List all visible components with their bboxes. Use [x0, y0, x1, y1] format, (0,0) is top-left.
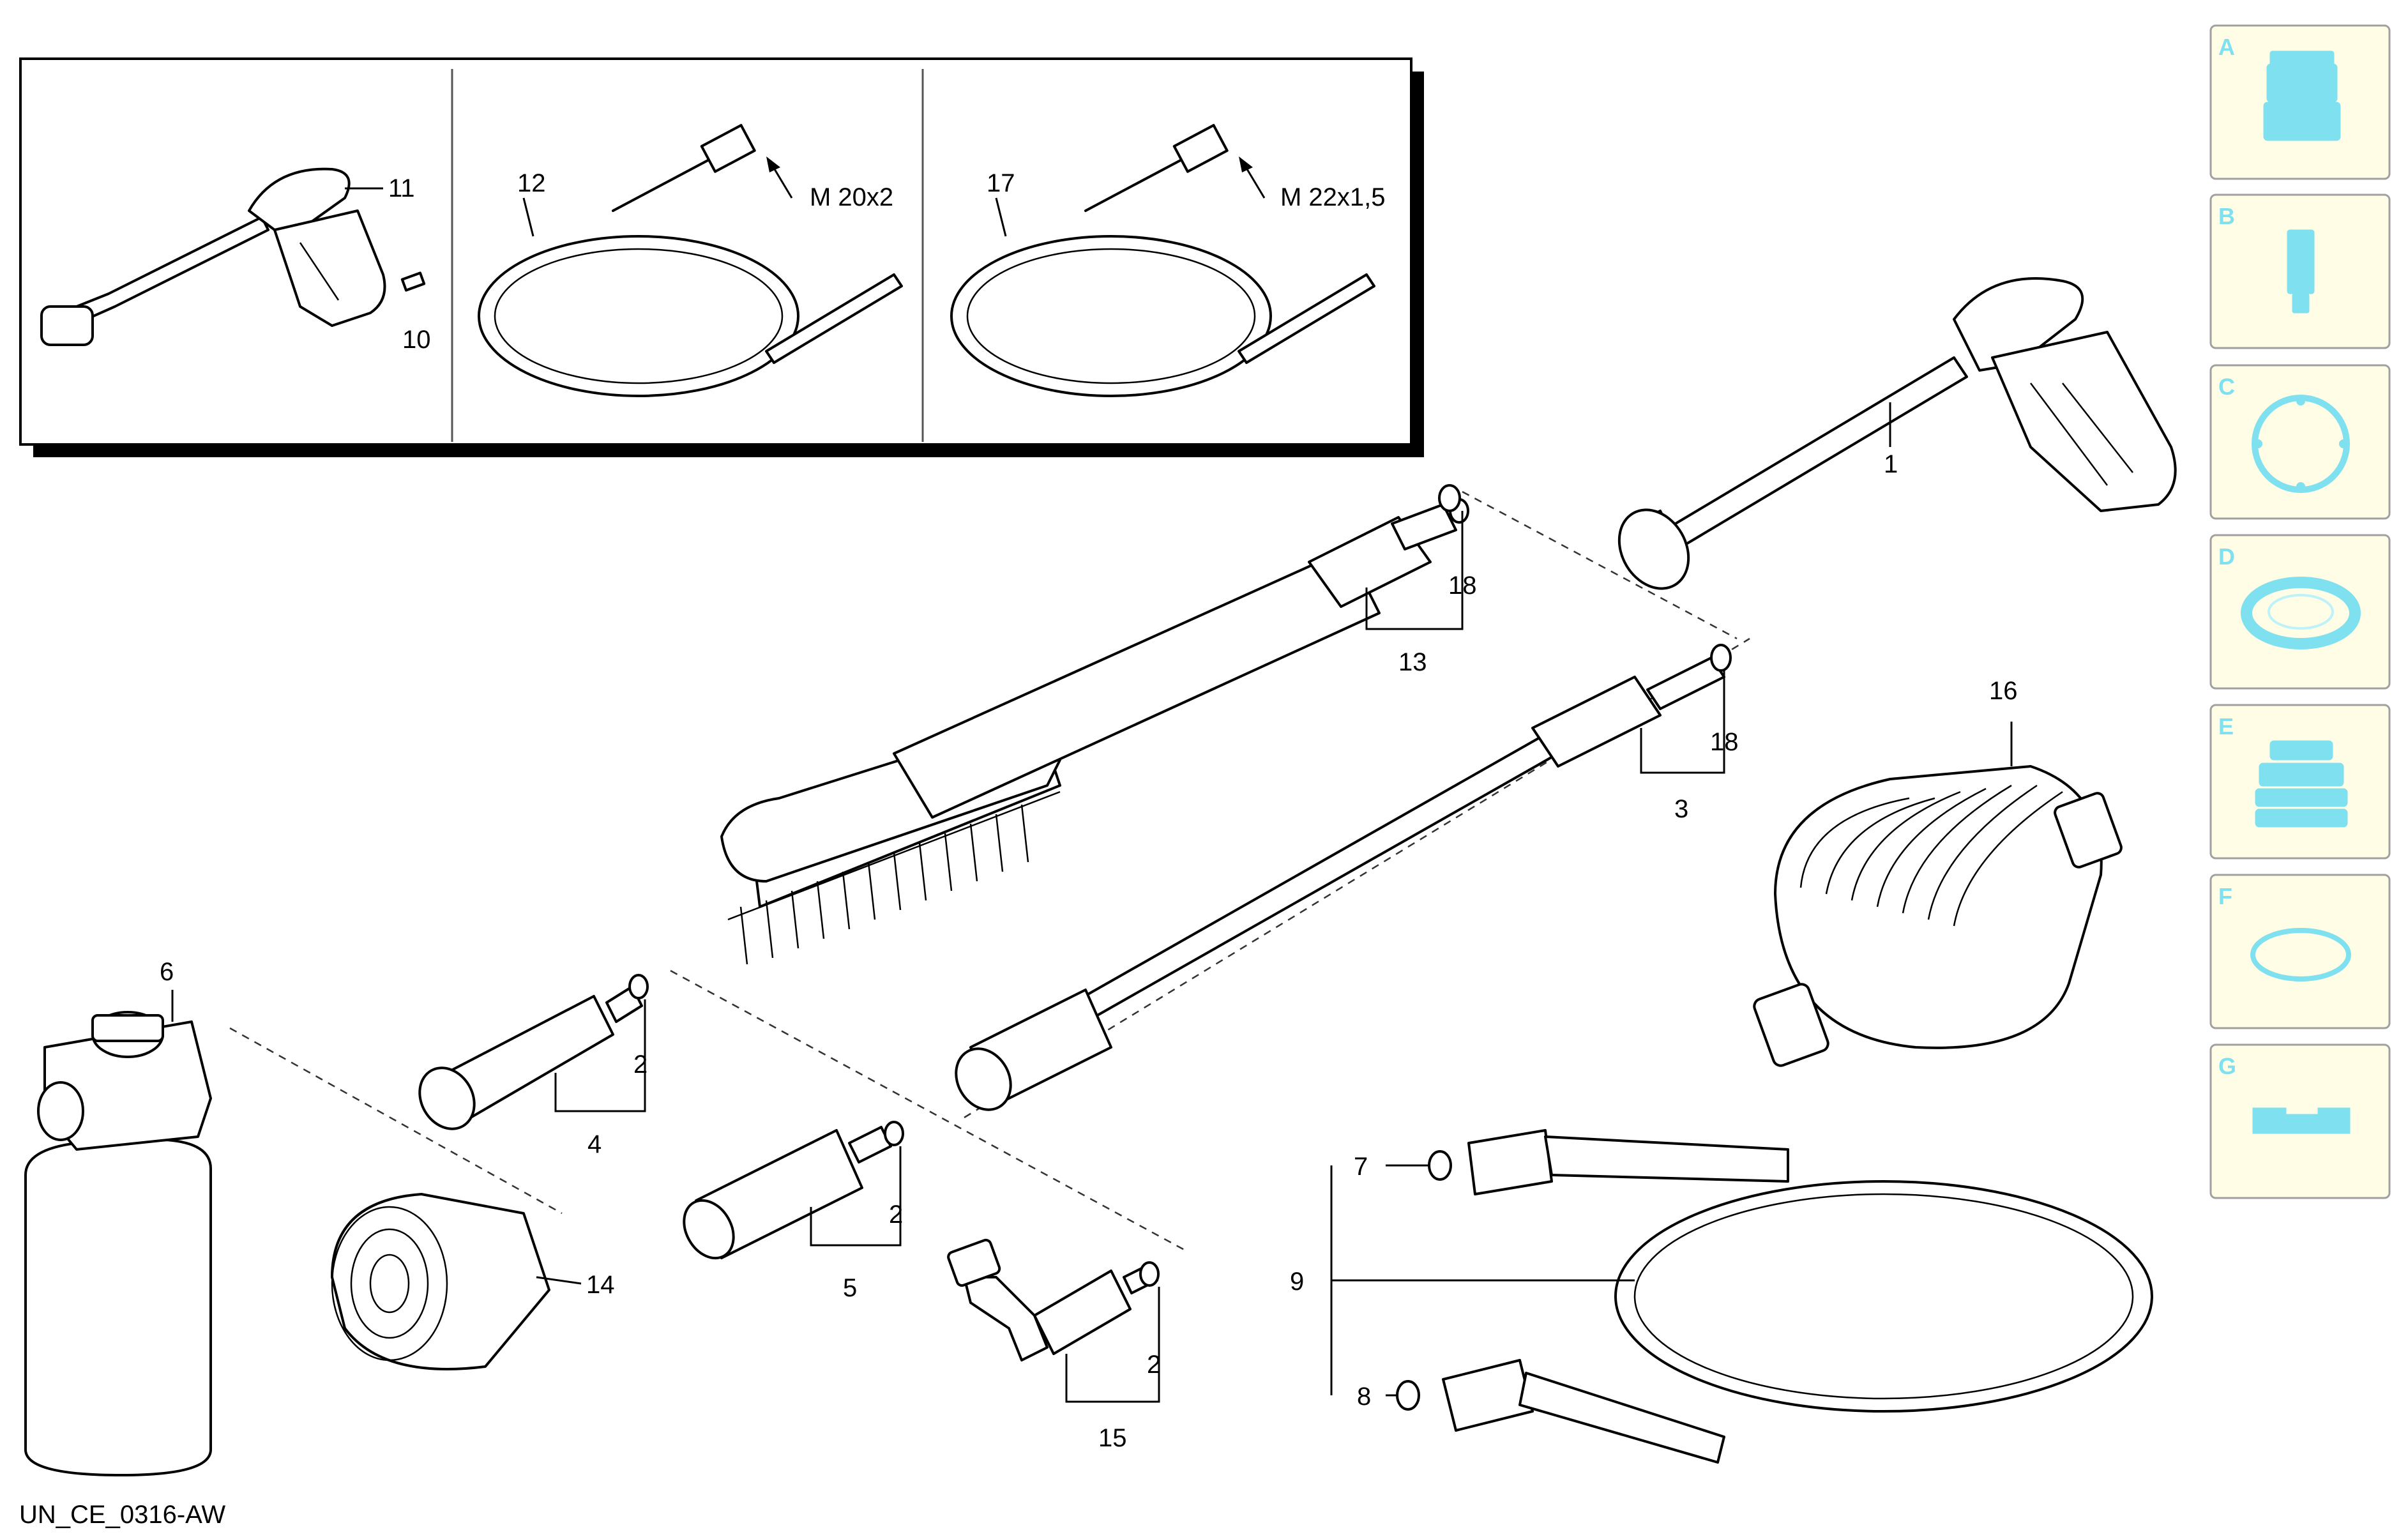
spray-gun-inset	[40, 167, 426, 346]
o-ring-7	[1428, 1150, 1452, 1181]
part-1-label: 1	[1884, 450, 1898, 478]
legend-card-e[interactable]: E	[2209, 704, 2391, 860]
svg-text:A: A	[2218, 34, 2235, 60]
svg-text:G: G	[2218, 1053, 2236, 1079]
part-13-label: 13	[1398, 648, 1427, 676]
legend-card-b[interactable]: B	[2209, 193, 2391, 349]
thread-a-label: M 20x2	[810, 183, 893, 211]
dashed-guides	[229, 490, 1750, 1253]
part-2-b-label: 2	[889, 1201, 903, 1229]
legend-card-f[interactable]: F	[2209, 874, 2391, 1029]
nozzle-4	[418, 985, 643, 1130]
svg-text:E: E	[2218, 713, 2234, 739]
wash-brush-13	[720, 498, 1469, 965]
part-3-label: 3	[1674, 795, 1688, 823]
hose-inset-b	[950, 124, 1375, 397]
svg-text:C: C	[2218, 374, 2235, 400]
o-ring-icon	[2250, 928, 2351, 982]
part-6-label: 6	[160, 958, 174, 986]
label-11: 11	[388, 174, 415, 202]
label-17: 17	[987, 169, 1015, 197]
clip-icon	[2252, 1107, 2351, 1134]
brush-head-14	[331, 1193, 550, 1370]
part-5-label: 5	[843, 1274, 857, 1302]
foam-bottle-6	[24, 1011, 212, 1476]
legend-card-g[interactable]: G	[2209, 1043, 2391, 1199]
gasket-ring-icon	[2252, 395, 2350, 493]
legend-card-a[interactable]: A	[2209, 24, 2391, 180]
label-12: 12	[517, 169, 546, 197]
part-2-c-label: 2	[1147, 1351, 1161, 1379]
legend-card-d[interactable]: D	[2209, 534, 2391, 690]
angle-nozzle-15	[947, 1238, 1158, 1361]
svg-text:F: F	[2218, 883, 2232, 909]
filter-insert-icon	[2287, 229, 2315, 314]
part-14-label: 14	[586, 1271, 615, 1299]
part-2-a-label: 2	[633, 1050, 647, 1079]
thread-b-label: M 22x1,5	[1280, 183, 1386, 211]
nozzle-5	[683, 1126, 892, 1260]
part-15-label: 15	[1098, 1424, 1127, 1452]
svg-text:B: B	[2218, 203, 2235, 229]
drawing-code: UN_CE_0316-AW	[19, 1501, 225, 1529]
svg-text:D: D	[2218, 543, 2235, 570]
spray-lance-3	[955, 656, 1725, 1111]
o-ring-18-brush	[1438, 484, 1461, 512]
o-ring-2-b	[884, 1121, 904, 1146]
o-ring-2-a	[628, 974, 649, 999]
legend-card-c[interactable]: C	[2209, 364, 2391, 520]
high-pressure-hose-9	[1442, 1129, 2153, 1464]
o-ring-2-c	[1139, 1261, 1160, 1287]
part-8-label: 8	[1357, 1383, 1371, 1411]
label-10: 10	[402, 326, 431, 354]
part-16-label: 16	[1989, 677, 2018, 705]
legend-column: A B C	[2209, 24, 2391, 1199]
part-4-label: 4	[587, 1130, 602, 1158]
seal-washer-icon	[2241, 577, 2361, 649]
coil-hose-16	[1753, 765, 2123, 1067]
threaded-connector-icon	[2255, 740, 2348, 828]
spray-gun-1	[1617, 277, 2177, 590]
part-18-lance-label: 18	[1710, 728, 1739, 756]
o-ring-18-lance	[1710, 644, 1732, 672]
o-ring-8	[1396, 1380, 1420, 1411]
nozzle-fitting-icon	[2263, 50, 2341, 141]
accessory-inset-box: 11 10 12 M 20x2 17 M 22x1,5	[19, 57, 1424, 457]
part-7-label: 7	[1354, 1153, 1368, 1181]
part-9-label: 9	[1290, 1268, 1304, 1296]
hose-inset-a	[478, 124, 903, 397]
part-18-brush-label: 18	[1448, 572, 1477, 600]
